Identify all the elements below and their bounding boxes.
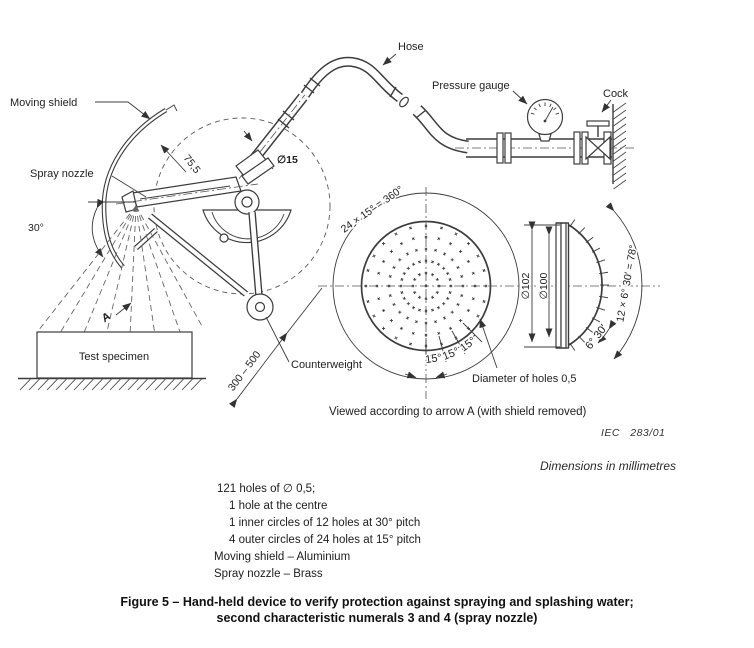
radius-leader [160,144,187,173]
hole-notes: 121 holes of ∅ 0,5; 1 hole at the centre… [214,481,421,583]
counterweight-label: Counterweight [291,359,362,371]
cock-valve [585,120,611,161]
inner-diameter-label: ∅100 [538,273,550,300]
spray-fan [37,205,204,337]
side-view: ∅102 ∅100 12 × 6° 30′ = 78° 6° 30′ [519,202,643,360]
outer-diameter-label: ∅102 [520,273,532,300]
cock-label: Cock [603,88,629,100]
spray-holes [364,224,488,348]
spray-angle-label: 30° [28,222,44,234]
tube-diameter-label: ∅15 [277,154,298,166]
dia15-arrow-top [243,130,253,142]
side-arc-dim [605,202,643,360]
figure-diagram: Moving shield 75,5 ∅15 [10,41,660,408]
note-line: 1 inner circles of 12 holes at 30° pitch [229,517,421,529]
note-line: 4 outer circles of 24 holes at 15° pitch [229,534,421,546]
holes-diameter-label: Diameter of holes 0,5 [472,373,577,385]
angle-arc [91,198,104,258]
hose-label: Hose [398,41,424,53]
gauge-leader [512,90,528,105]
caption-line-1: Figure 5 – Hand-held device to verify pr… [120,595,634,609]
distance-ext-line [286,287,323,334]
front-view: 24 × 15° = 360° 15° 15° 15° Diameter of … [318,182,660,399]
note-line: Moving shield – Aluminium [214,551,351,563]
supply-line: Hose Cock [300,41,634,190]
note-line: 1 hole at the centre [229,500,328,512]
pivot-assembly [202,149,292,244]
wall-hatch [613,102,627,190]
dimensions-note: Dimensions in millimetres [540,459,677,473]
caption-line-2: second characteristic numerals 3 and 4 (… [216,610,538,625]
cock-leader [601,99,612,113]
spray-nozzle-label: Spray nozzle [30,168,94,180]
view-arrow-label: A [99,310,113,325]
pressure-gauge [526,98,564,142]
holes-arc-label: 24 × 15° = 360° [339,184,406,236]
pressure-gauge-label: Pressure gauge [432,80,510,92]
view-arrow [115,302,132,316]
holes-dia-leader [479,318,498,369]
view-note: Viewed according to arrow A (with shield… [329,406,587,418]
moving-shield-arc [101,104,178,269]
moving-shield-leader [95,101,151,120]
distance-dim-line [229,332,288,408]
side-arc-label: 12 × 6° 30′ = 78° [614,244,639,323]
tick-pitch-arc [597,319,617,344]
counterweight-arm [147,211,274,321]
shield-radius-label: 75,5 [181,152,203,176]
moving-shield-label: Moving shield [10,97,77,109]
note-line: Spray nozzle – Brass [214,568,323,580]
tick-pitch-label: 6° 30′ [583,322,610,351]
ground-hatch [19,378,203,391]
iec-reference: IEC 283/01 [601,427,666,439]
hose [300,56,470,154]
figure-caption: Figure 5 – Hand-held device to verify pr… [0,595,754,626]
counterweight-leader [265,316,290,363]
test-specimen-box [36,331,193,379]
test-specimen-label: Test specimen [79,351,149,363]
note-line: 121 holes of ∅ 0,5; [217,483,316,495]
nozzle-leader [111,175,147,198]
hose-leader [382,53,397,66]
pitch-label-3: 15° [425,352,443,366]
pitch-label-1: 15° [458,335,479,355]
device-view: Moving shield 75,5 ∅15 [10,77,362,408]
